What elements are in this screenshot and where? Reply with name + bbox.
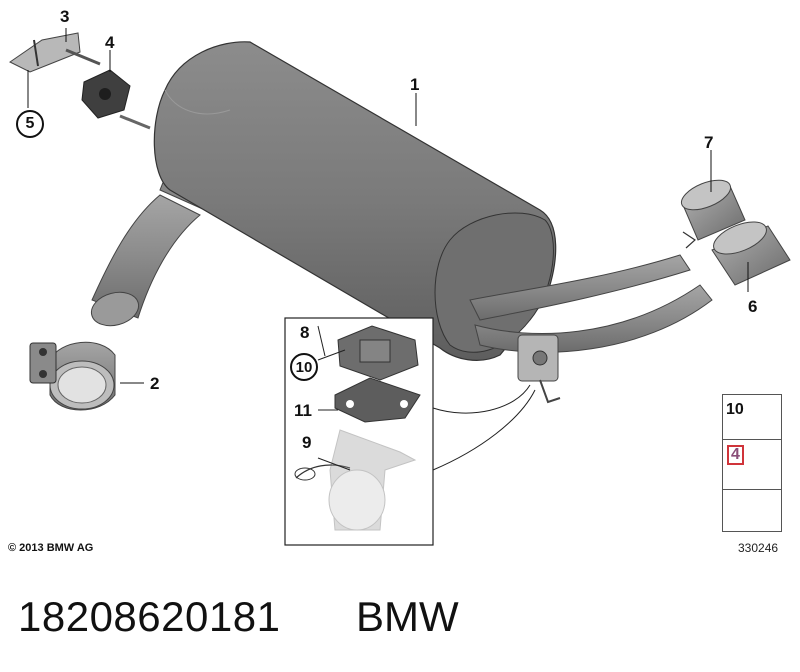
legend-cell-nut: 4 bbox=[723, 439, 781, 490]
part-number: 18208620181 bbox=[18, 593, 281, 640]
label-muffler: 1 bbox=[410, 75, 420, 94]
clamp bbox=[29, 341, 116, 411]
copyright: © 2013 BMW AG bbox=[8, 542, 94, 554]
hanger-bracket bbox=[9, 32, 101, 73]
label-washer-circled: 5 bbox=[16, 110, 44, 138]
fastener-legend: 10 4 bbox=[722, 394, 782, 532]
label-tailpipe-right: 6 bbox=[748, 297, 758, 316]
label-bracket: 3 bbox=[60, 7, 70, 26]
rubber-mount bbox=[81, 69, 151, 130]
leader-lines bbox=[27, 28, 749, 384]
brand-name: BMW bbox=[356, 593, 459, 640]
legend-bolt-number: 10 bbox=[726, 401, 744, 418]
outlet-pipes bbox=[469, 254, 713, 404]
label-gasket: 11 bbox=[294, 401, 312, 420]
label-bolt-circled: 10 bbox=[290, 353, 318, 381]
label-tailpipe-left: 7 bbox=[704, 133, 714, 152]
label-actuator: 8 bbox=[300, 323, 310, 342]
diagram-id: 330246 bbox=[738, 541, 779, 555]
label-clip: 9 bbox=[302, 433, 312, 452]
exhaust-diagram bbox=[9, 28, 791, 546]
legend-cell-bolt: 10 bbox=[723, 395, 781, 440]
tailpipe-right bbox=[711, 221, 791, 286]
tailpipe-left bbox=[680, 179, 746, 249]
legend-nut-number: 4 bbox=[727, 445, 744, 465]
label-clamp: 2 bbox=[150, 374, 160, 393]
label-rubber-mount: 4 bbox=[105, 33, 115, 52]
muffler bbox=[153, 41, 557, 361]
